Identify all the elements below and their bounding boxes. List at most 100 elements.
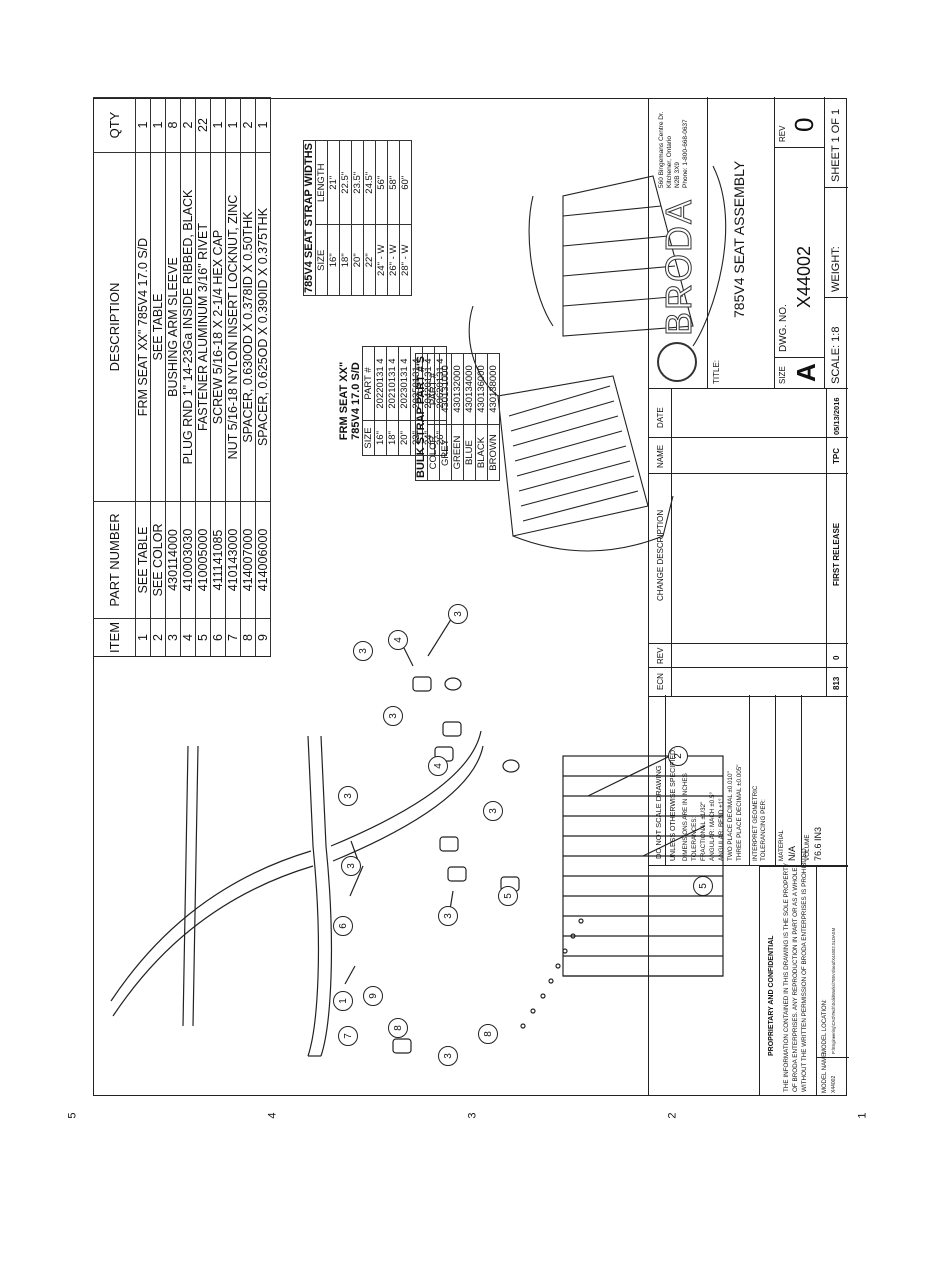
table-cell-size: 16" xyxy=(374,420,387,456)
table-cell-length: 56" xyxy=(375,140,388,225)
table-cell-part: 430132000 xyxy=(451,353,464,425)
table-cell-part: 430136000 xyxy=(475,353,488,425)
zone-label: 4 xyxy=(266,1112,279,1119)
frm-table-title1: FRM SEAT XX" xyxy=(338,361,350,441)
table-cell-color: GREY xyxy=(439,424,452,481)
company-logo-text: BRODA xyxy=(658,197,700,336)
table-row: 18"22.5" xyxy=(339,140,352,296)
interpret-line2: TOLERANCING PER: xyxy=(760,799,767,861)
do-not-scale: DO NOT SCALE DRAWING xyxy=(654,765,663,859)
three-place-tol: THREE PLACE DECIMAL ±0.005" xyxy=(736,764,743,861)
dwg-label: DWG. NO. xyxy=(778,304,789,352)
table-cell-length: 58" xyxy=(387,140,400,225)
frame-tube-left xyxy=(307,735,320,1057)
title-strip: PROPRIETARY AND CONFIDENTIAL THE INFORMA… xyxy=(648,97,849,1096)
item-balloon: 3 xyxy=(438,906,458,926)
table-cell-color: GREEN xyxy=(451,424,464,481)
title-block: BRODA 560 Bingemans Centre Dr. Kitchener… xyxy=(649,97,848,389)
rev-row-date: 05/13/2016 xyxy=(832,397,841,435)
frm-table-title2: 785V4 17.0 S/D xyxy=(350,362,362,440)
item-balloon: 3 xyxy=(448,604,468,624)
table-row: 20"20230131 4 xyxy=(398,346,411,456)
table-cell-size: 22" xyxy=(363,225,376,296)
rev-col-change: CHANGE DESCRIPTION xyxy=(656,509,665,601)
table-row: 20"23.5" xyxy=(351,140,364,296)
sheet-number: SHEET 1 OF 1 xyxy=(830,108,842,182)
frame-rear-tube xyxy=(332,745,484,862)
frame-side-tube xyxy=(112,865,314,1017)
item-balloon: 7 xyxy=(338,1026,358,1046)
broda-logo-icon xyxy=(657,342,697,382)
rev-col-rev: REV xyxy=(656,647,665,664)
address-line1: 560 Bingemans Centre Dr. xyxy=(658,111,665,188)
tolerances-label: TOLERANCES: xyxy=(691,816,698,861)
table-cell-length: 23.5" xyxy=(351,140,364,225)
table-cell-size: 24" - W xyxy=(375,225,388,296)
interpret-line1: INTERPRET GEOMETRIC xyxy=(752,785,759,861)
table-cell-size: 20" xyxy=(351,225,364,296)
tolerance-notes: DO NOT SCALE DRAWING UNLESS OTHERWISE SP… xyxy=(649,695,848,866)
item-balloon: 4 xyxy=(388,630,408,650)
table-cell-size: 26" - W xyxy=(387,225,400,296)
angular-mach-tol: ANGULAR: MACH ±0.5° xyxy=(709,792,716,861)
zone-label: 1 xyxy=(856,1112,869,1119)
rev-value: 0 xyxy=(789,117,819,132)
rev-label: REV xyxy=(778,125,787,142)
table-cell-size: 18" xyxy=(339,225,352,296)
bulk-table-title: BULK STRAP PART #'S xyxy=(415,353,428,481)
title-label: TITLE: xyxy=(712,359,721,384)
drawing-title: 785V4 SEAT ASSEMBLY xyxy=(731,160,747,318)
volume-value: 76.6 IN3 xyxy=(813,826,823,861)
proprietary-block: PROPRIETARY AND CONFIDENTIAL THE INFORMA… xyxy=(759,847,849,1096)
model-location-value: P:\Engineering\CAD\Tech\SolidWorks\785V4… xyxy=(831,927,836,1054)
table-cell-length: 24.5" xyxy=(363,140,376,225)
iso-seat-view-2 xyxy=(562,175,694,337)
table-cell-part: 20210131 4 xyxy=(386,346,399,421)
model-location-label: MODEL LOCATION: xyxy=(822,999,828,1054)
frm-col-size: SIZE xyxy=(362,420,375,456)
frame-rear-tube-inner xyxy=(330,730,482,847)
size-label: SIZE xyxy=(778,366,787,384)
strap-table-title: 785V4 SEAT STRAP WIDTHS xyxy=(303,140,316,296)
scale: SCALE: 1:8 xyxy=(830,326,842,384)
item-balloon: 3 xyxy=(341,856,361,876)
revision-block: ECN REV CHANGE DESCRIPTION NAME DATE 813… xyxy=(649,389,848,696)
rev-row-change: FIRST RELEASE xyxy=(832,522,841,586)
item-balloon: 9 xyxy=(363,986,383,1006)
item-balloon: 3 xyxy=(483,801,503,821)
table-cell-length: 22.5" xyxy=(339,140,352,225)
strap-col-size: SIZE xyxy=(315,225,328,296)
address-line2: Kitchener, Ontario xyxy=(666,135,673,188)
weight: WEIGHT: xyxy=(830,246,842,292)
zone-label: 3 xyxy=(466,1112,479,1119)
proprietary-line1: THE INFORMATION CONTAINED IN THIS DRAWIN… xyxy=(783,862,790,1092)
material-label: MATERIAL xyxy=(778,829,785,861)
table-cell-part: 20230131 4 xyxy=(398,346,411,421)
bulk-col-part: PART # xyxy=(427,353,440,425)
rev-col-ecn: ECN xyxy=(656,673,665,690)
model-name-label: MODEL NAME: xyxy=(822,1051,828,1093)
size-value: A xyxy=(791,363,821,382)
unless-specified: UNLESS OTHERWISE SPECIFIED: xyxy=(670,747,677,861)
address-line3: N2B 3X9 xyxy=(674,161,681,188)
rev-row-ecn: 813 xyxy=(832,676,841,690)
table-cell-color: BLUE xyxy=(463,424,476,481)
rev-col-name: NAME xyxy=(656,444,665,468)
proprietary-title: PROPRIETARY AND CONFIDENTIAL xyxy=(768,935,775,1056)
frame-tube-left-inner xyxy=(320,735,333,1057)
item-balloon: 8 xyxy=(478,1024,498,1044)
table-cell-size: 16" xyxy=(327,225,340,296)
iso-seat-view-1 xyxy=(497,375,649,537)
dwg-number: X44002 xyxy=(794,245,814,308)
item-balloon: 3 xyxy=(438,1046,458,1066)
rev-col-date: DATE xyxy=(656,407,665,428)
two-place-tol: TWO PLACE DECIMAL ±0.010" xyxy=(727,771,734,861)
